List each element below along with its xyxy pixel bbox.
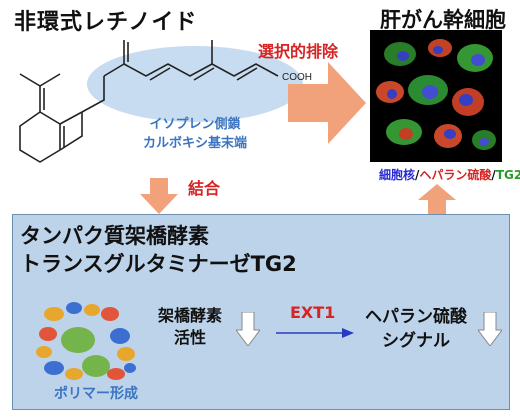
up-arrow-icon [418, 184, 456, 214]
cancer-stem-cell-micrograph [370, 30, 502, 162]
polymer-illustration [36, 302, 136, 380]
polymer-label: ポリマー形成 [54, 386, 138, 402]
stain-heparan: ヘパラン硫酸 [419, 168, 492, 182]
binding-label: 結合 [188, 179, 221, 198]
heparan-line2: シグナル [382, 331, 450, 351]
heparan-down-arrow-icon [478, 312, 502, 346]
isoprene-line2: カルボキシ基末端 [142, 136, 247, 151]
isoprene-highlight [87, 46, 303, 122]
molecule-bonds [19, 40, 279, 163]
crosslink-line1: 架橋酵素 [157, 306, 222, 325]
stain-slash-2: / [491, 168, 496, 182]
stain-slash-1: / [415, 168, 420, 182]
stain-tg2: TG2 [495, 168, 520, 182]
heparan-line1: ヘパラン硫酸 [365, 307, 467, 327]
cooh-label: COOH [282, 72, 312, 83]
right-arrow-icon [288, 62, 366, 144]
selective-elimination-label: 選択的排除 [258, 42, 339, 61]
stain-nucleus: 細胞核 [379, 168, 416, 182]
target-title: 肝がん幹細胞 [380, 8, 506, 32]
isoprene-caption: イソプレン側鎖 カルボキシ基末端 [140, 115, 250, 153]
crosslink-activity: 架橋酵素 活性 [140, 305, 240, 349]
micrograph-image [370, 30, 502, 162]
acyclic-retinoid-structure: COOH [19, 40, 312, 163]
ext1-label: EXT1 [290, 303, 336, 322]
stain-legend: 細胞核/ヘパラン硫酸/TG2 [379, 166, 520, 183]
panel-title-line2: トランスグルタミナーゼTG2 [20, 252, 297, 276]
down-arrow-icon [140, 178, 178, 214]
panel-title-line1: タンパク質架橋酵素 [20, 224, 209, 248]
compound-title: 非環式レチノイド [14, 10, 198, 35]
crosslink-line2: 活性 [173, 328, 206, 347]
isoprene-line1: イソプレン側鎖 [149, 117, 241, 132]
crosslink-down-arrow-icon [236, 312, 260, 346]
ext1-arrow-icon [276, 328, 354, 338]
heparan-signal: ヘパラン硫酸 シグナル [356, 305, 476, 353]
